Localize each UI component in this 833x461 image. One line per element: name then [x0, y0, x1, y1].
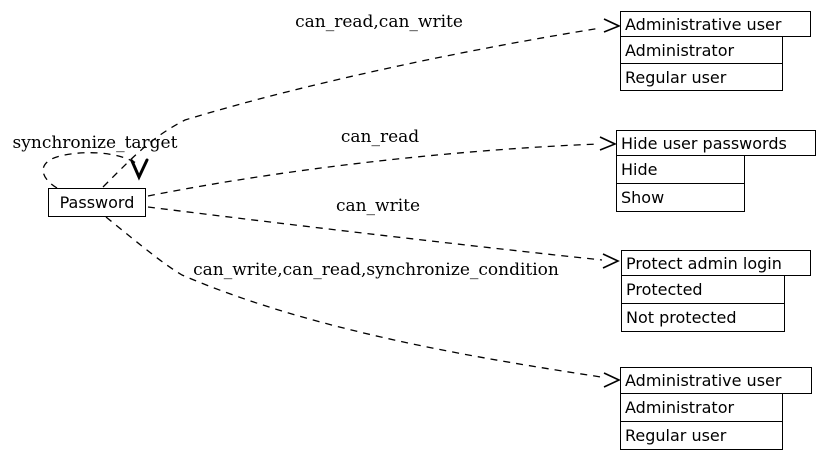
edge-label-can-read-can-write: can_read,can_write — [295, 12, 463, 32]
arrowhead-edge-3 — [602, 253, 620, 269]
arrowhead-edge-1 — [603, 18, 622, 33]
arrowhead-edge-4 — [603, 372, 621, 388]
table-row: Administrator — [620, 393, 783, 422]
table-row: Not protected — [621, 303, 785, 332]
edge-synchronize-target-self-loop — [42, 152, 137, 189]
table-row: Regular user — [620, 421, 783, 450]
table-row: Show — [616, 183, 745, 212]
node-password-label: Password — [59, 193, 135, 212]
table-row: Administrator — [620, 36, 783, 64]
edge-can-read — [147, 143, 600, 197]
node-administrative-user-bottom: Administrative user Administrator Regula… — [620, 367, 812, 450]
node-password: Password — [48, 188, 146, 217]
edge-can-write — [147, 206, 603, 261]
arrowhead-self-loop — [130, 158, 149, 181]
table-header: Administrative user — [620, 11, 811, 37]
table-header: Administrative user — [620, 367, 812, 394]
node-protect-admin-login: Protect admin login Protected Not protec… — [621, 250, 811, 332]
edge-label-can-write-can-read-synchronize-condition: can_write,can_read,synchronize_condition — [193, 260, 559, 280]
table-header: Hide user passwords — [616, 130, 816, 156]
arrowhead-edge-2 — [599, 136, 618, 151]
table-row: Hide — [616, 155, 745, 184]
node-hide-user-passwords: Hide user passwords Hide Show — [616, 130, 816, 212]
edge-label-can-read: can_read — [340, 127, 420, 147]
table-header: Protect admin login — [621, 250, 811, 276]
edge-can-write-can-read-synchronize-condition — [105, 216, 602, 378]
edge-label-synchronize-target: synchronize_target — [12, 133, 178, 153]
table-row: Protected — [621, 275, 785, 304]
table-row: Regular user — [620, 63, 783, 91]
edge-can-read-can-write — [102, 27, 602, 188]
node-administrative-user-top: Administrative user Administrator Regula… — [620, 11, 811, 91]
edge-label-can-write: can_write — [335, 196, 421, 216]
